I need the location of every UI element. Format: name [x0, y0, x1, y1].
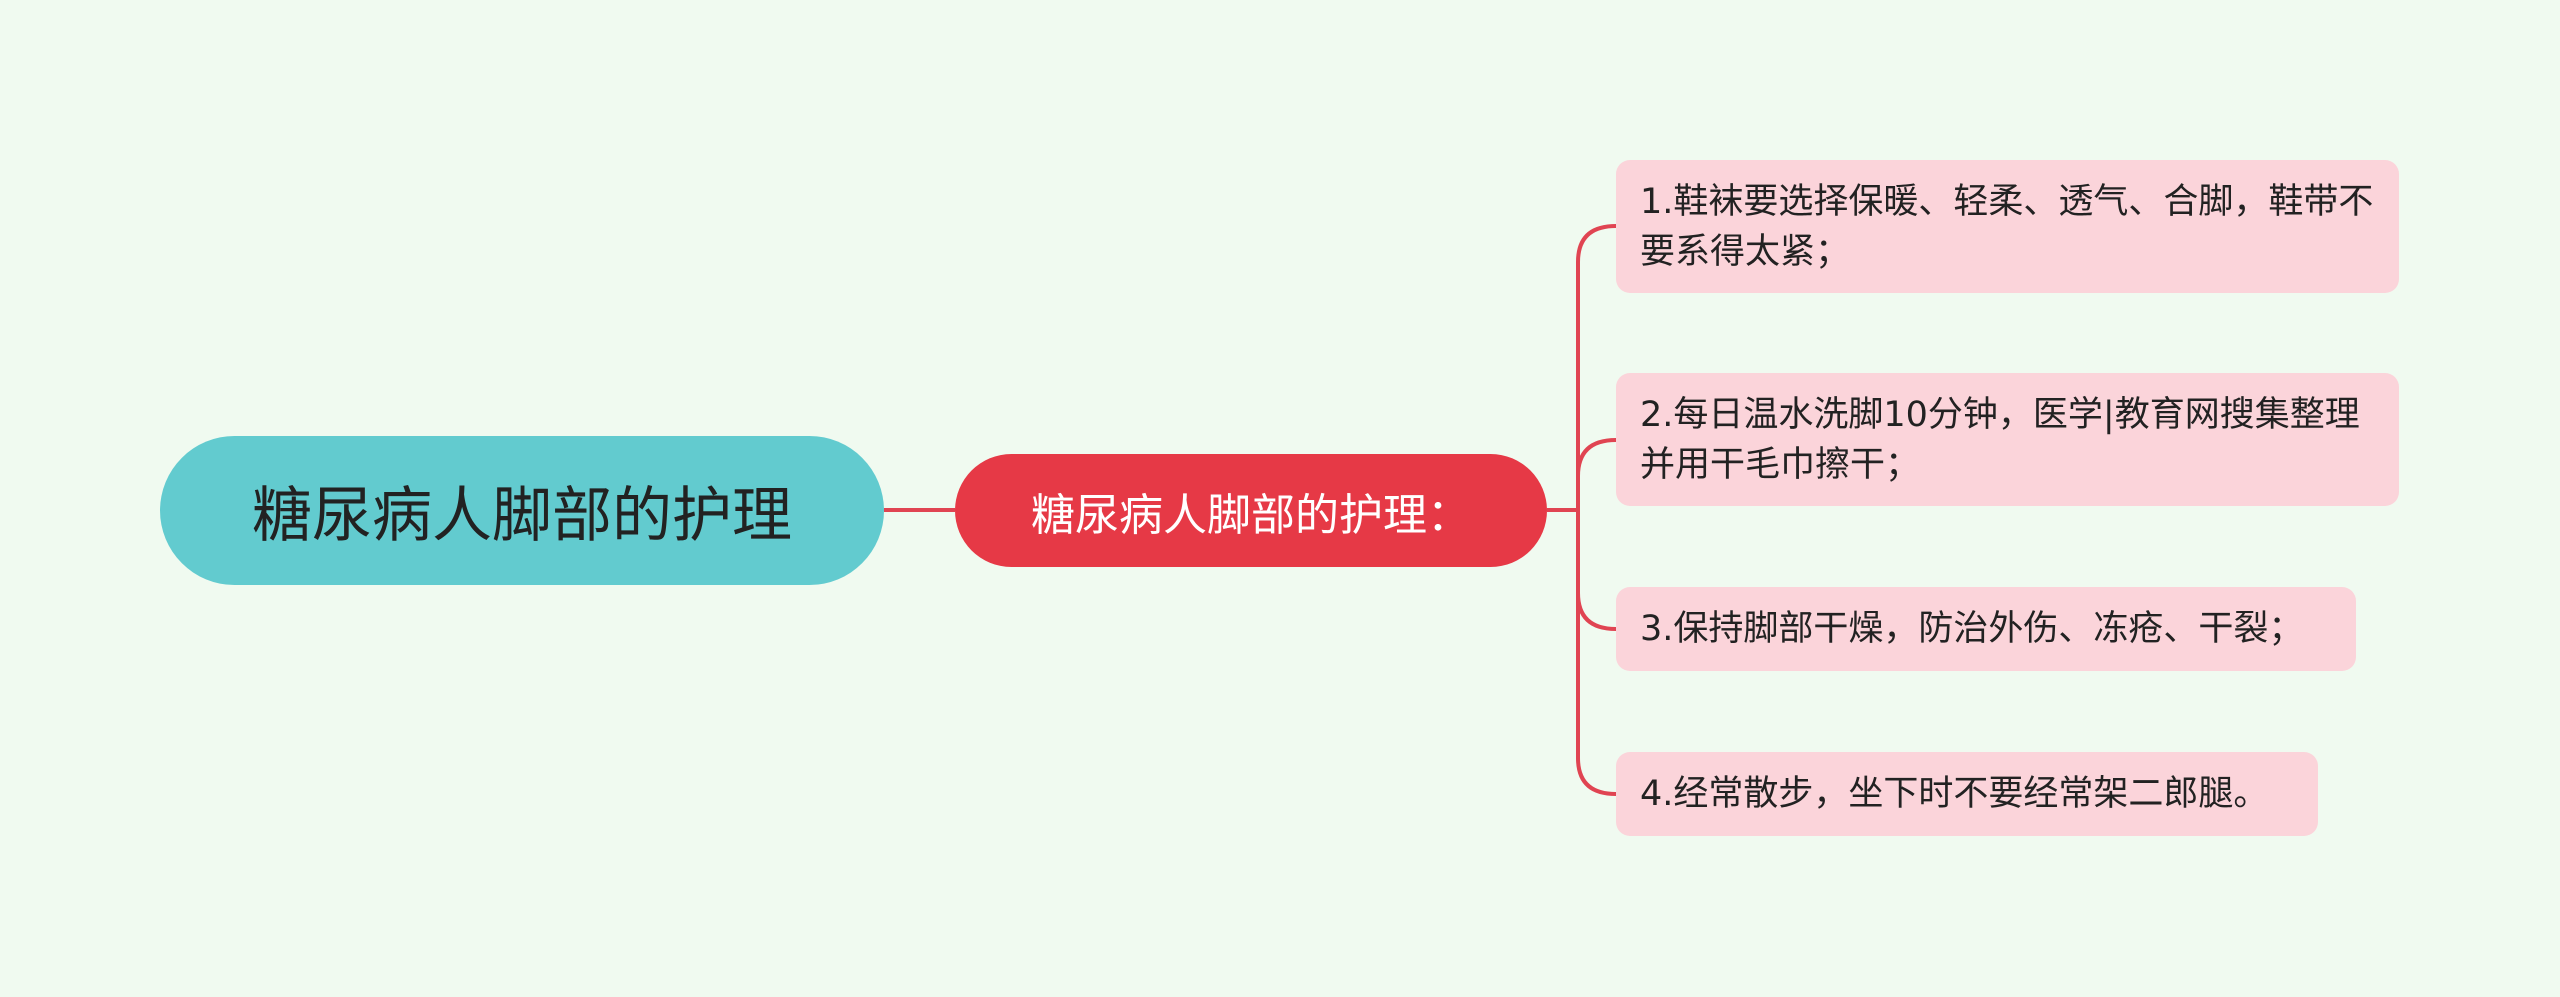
branch-connector-2 — [1576, 438, 1617, 510]
root-node-label: 糖尿病人脚部的护理 — [252, 481, 792, 551]
topic-node-label: 糖尿病人脚部的护理： — [1031, 489, 1471, 541]
root-node[interactable]: 糖尿病人脚部的护理 — [160, 436, 884, 585]
item-node-2[interactable]: 2.每日温水洗脚10分钟，医学|教育网搜集整理并用干毛巾擦干； — [1616, 373, 2399, 506]
branch-connector-4 — [1576, 510, 1617, 796]
item-node-label: 1.鞋袜要选择保暖、轻柔、透气、合脚，鞋带不要系得太紧； — [1640, 181, 2374, 272]
topic-node[interactable]: 糖尿病人脚部的护理： — [955, 454, 1547, 567]
item-node-label: 4.经常散步，坐下时不要经常架二郎腿。 — [1640, 774, 2269, 814]
item-node-3[interactable]: 3.保持脚部干燥，防治外伤、冻疮、干裂； — [1616, 587, 2356, 671]
item-node-label: 3.保持脚部干燥，防治外伤、冻疮、干裂； — [1640, 609, 2304, 649]
item-node-label: 2.每日温水洗脚10分钟，医学|教育网搜集整理并用干毛巾擦干； — [1640, 394, 2360, 485]
item-node-1[interactable]: 1.鞋袜要选择保暖、轻柔、透气、合脚，鞋带不要系得太紧； — [1616, 160, 2399, 293]
branch-connector-1 — [1576, 224, 1617, 510]
item-node-4[interactable]: 4.经常散步，坐下时不要经常架二郎腿。 — [1616, 752, 2318, 836]
branch-connector-3 — [1576, 510, 1617, 631]
